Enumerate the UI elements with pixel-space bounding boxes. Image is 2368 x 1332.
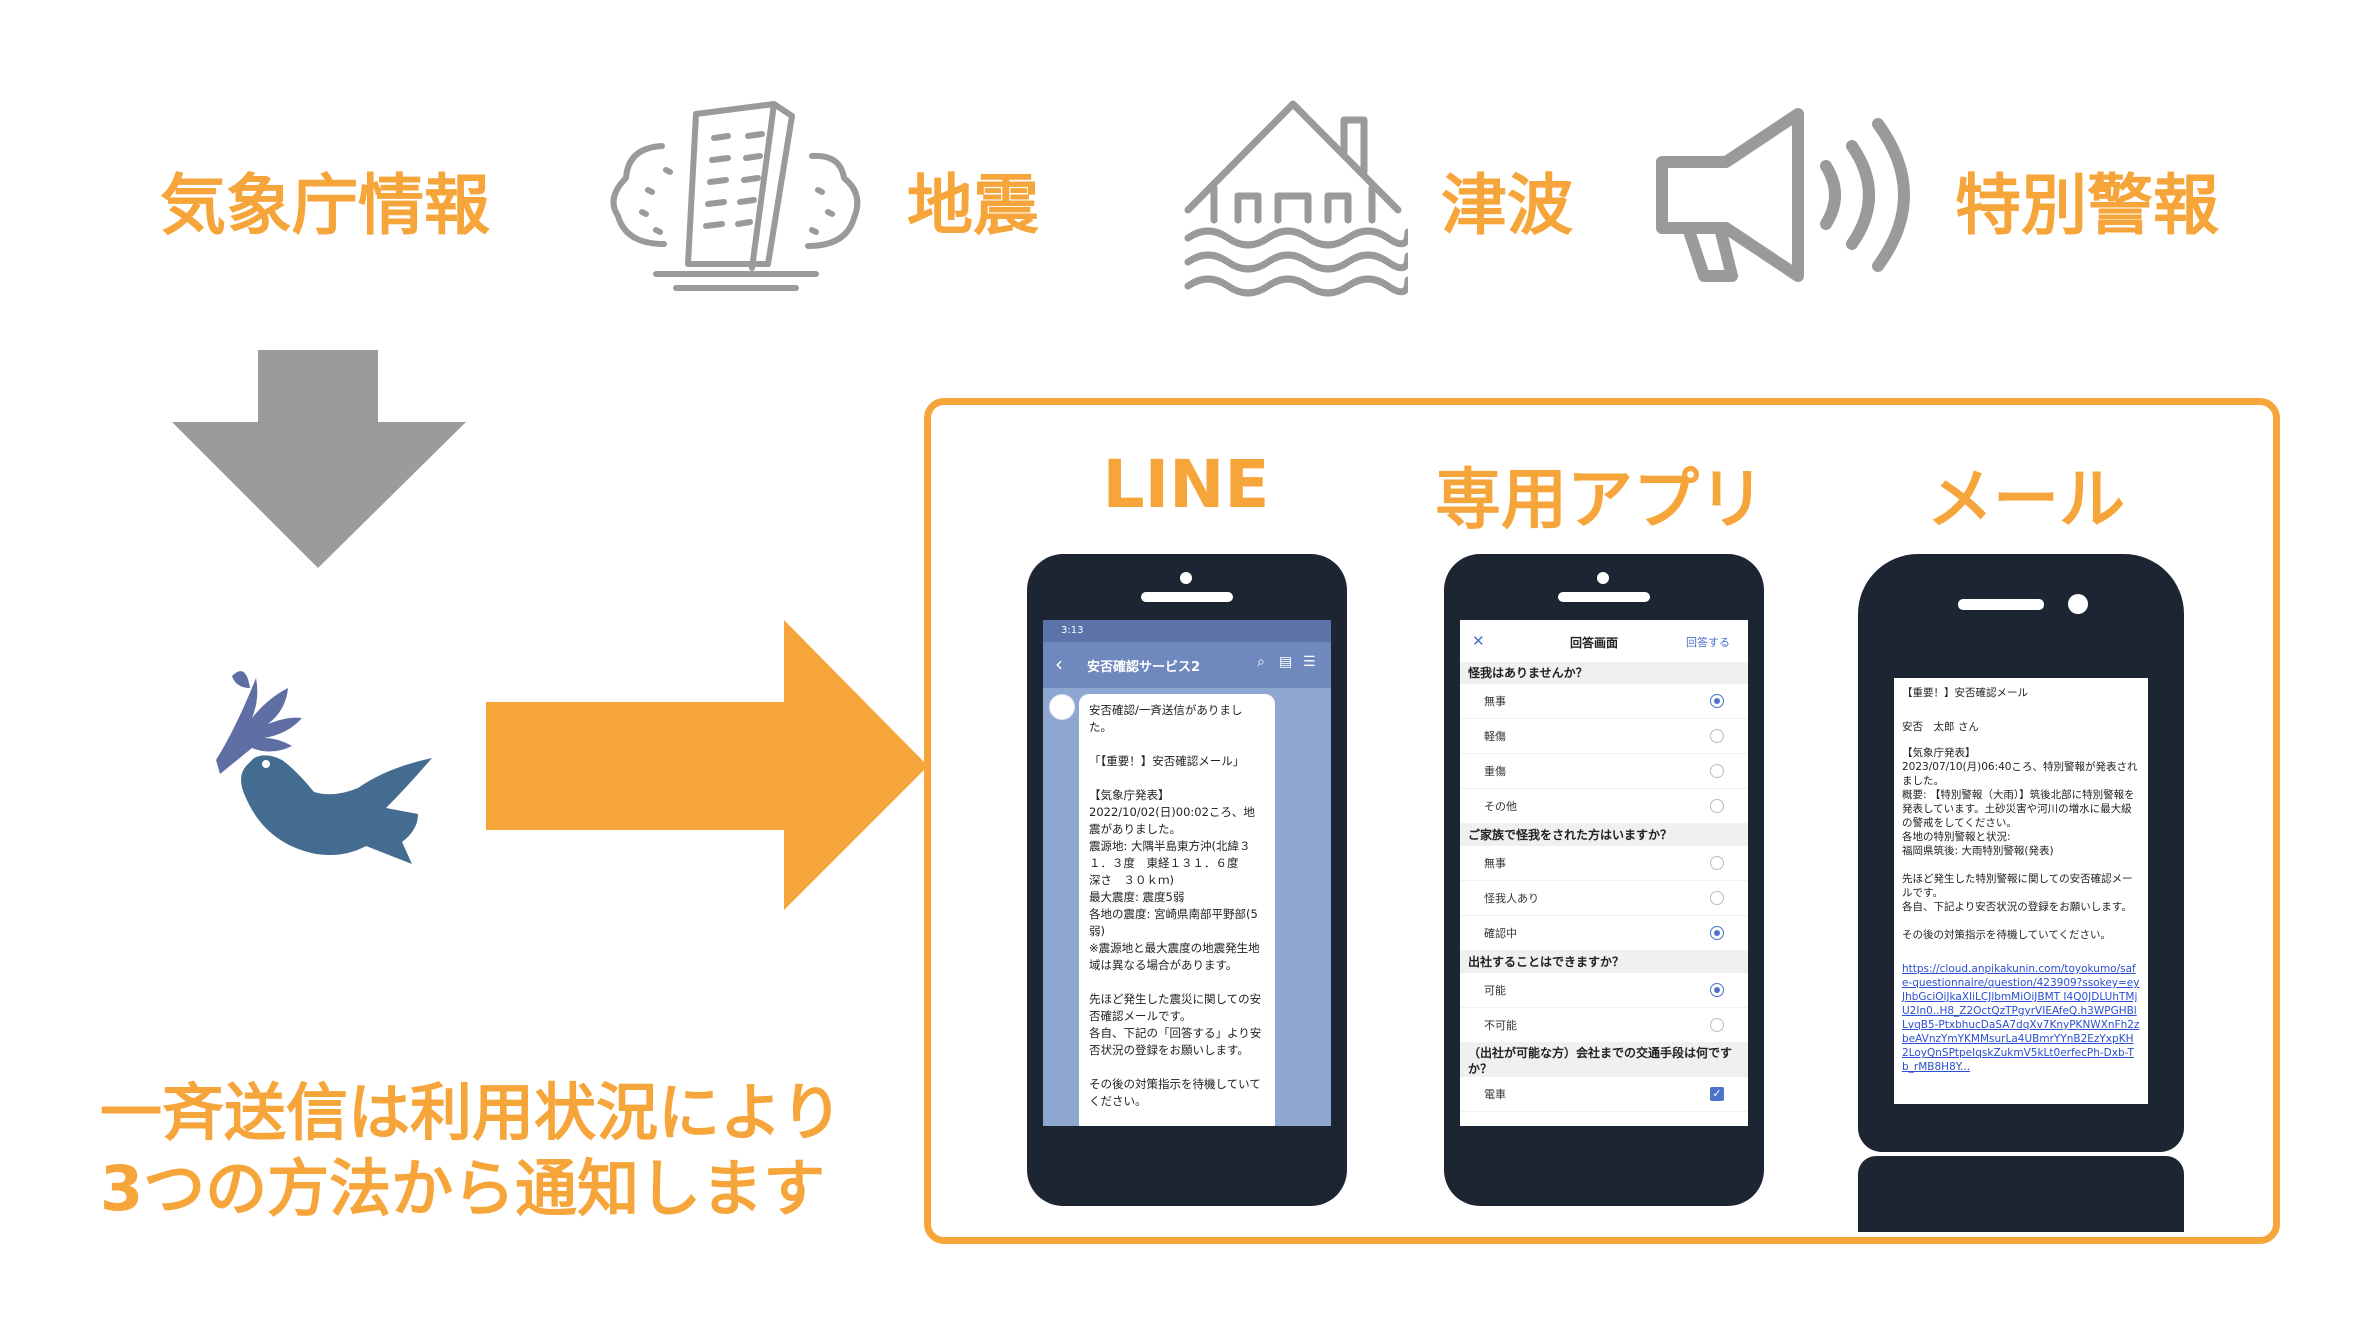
special-warning-label: 特別警報 (1955, 167, 2219, 244)
mail-body: 【気象庁発表】 2023/07/10(月)06:40ころ、特別警報が発表されまし… (1902, 747, 2138, 941)
app-screen: ✕ 回答画面 回答する 怪我はありませんか？無事軽傷重傷その他ご家族で怪我をされ… (1460, 620, 1748, 1126)
channel-label-mail: メール (1927, 461, 2125, 538)
line-phone: 3:13 ‹ 安否確認サービス2 ⌕ ▤ ☰ 安否確認/一斉送信がありました。 … (1027, 554, 1347, 1206)
chat-bubble: 安否確認/一斉送信がありました。 「【重要！】安否確認メール」 【気象庁発表】 … (1079, 694, 1275, 1126)
jma-info-label: 気象庁情報 (160, 167, 490, 244)
answer-option[interactable]: 可能 (1460, 973, 1748, 1008)
mail-greeting: 安否 太郎 さん (1902, 721, 1979, 733)
radio-button[interactable] (1710, 729, 1724, 743)
status-time: 3:13 (1061, 625, 1084, 636)
answer-button[interactable]: 回答する (1686, 636, 1730, 649)
phone-camera (1597, 572, 1609, 584)
channel-label-line: LINE (1102, 446, 1270, 523)
answer-option-label: 無事 (1484, 695, 1506, 708)
answer-option[interactable]: 軽傷 (1460, 719, 1748, 754)
answer-option-label: 無事 (1484, 857, 1506, 870)
answer-option-label: 軽傷 (1484, 730, 1506, 743)
question-heading: 怪我はありませんか？ (1460, 662, 1748, 684)
checkbox[interactable]: ✓ (1710, 1087, 1724, 1101)
mail-phone-stand (1858, 1156, 2184, 1232)
answer-option-label: 怪我人あり (1484, 892, 1539, 905)
broadcast-message-line2: 3つの方法から通知します (100, 1152, 826, 1225)
answer-option[interactable]: 重傷 (1460, 754, 1748, 789)
phone-speaker (1558, 592, 1650, 602)
line-screen: 3:13 ‹ 安否確認サービス2 ⌕ ▤ ☰ 安否確認/一斉送信がありました。 … (1043, 620, 1331, 1126)
answer-option-label: 電車 (1484, 1088, 1506, 1101)
mail-subject: 【重要！】安否確認メール (1902, 687, 2028, 699)
mail-answer-link[interactable]: https://cloud.anpikakunin.com/toyokumo/s… (1902, 963, 2140, 1073)
broadcast-message-line1: 一斉送信は利用状況により (100, 1076, 843, 1149)
answer-option-label: 可能 (1484, 984, 1506, 997)
answer-option[interactable]: 無事 (1460, 846, 1748, 881)
radio-button[interactable] (1710, 1018, 1724, 1032)
answer-option-label: 確認中 (1484, 927, 1517, 940)
question-heading: （出社が可能な方）会社までの交通手段は何ですか？ (1460, 1043, 1748, 1077)
radio-button[interactable] (1710, 891, 1724, 905)
collapsed-building-icon (610, 101, 861, 291)
radio-button[interactable] (1710, 799, 1724, 813)
earthquake-label: 地震 (907, 167, 1039, 244)
back-chevron-icon[interactable]: ‹ (1055, 652, 1063, 676)
answer-option-label: 重傷 (1484, 765, 1506, 778)
right-arrow-icon (486, 620, 928, 910)
app-header: ✕ 回答画面 回答する (1460, 620, 1748, 663)
down-arrow-icon (172, 350, 466, 568)
radio-button[interactable] (1710, 856, 1724, 870)
menu-icon[interactable]: ☰ (1303, 654, 1316, 670)
dove-icon (216, 671, 432, 864)
phone-speaker (1958, 599, 2044, 610)
channel-frame (924, 398, 2280, 1244)
mail-phone: 【重要！】安否確認メール 安否 太郎 さん 【気象庁発表】 2023/07/10… (1858, 554, 2184, 1234)
answer-option[interactable]: 不可能 (1460, 1008, 1748, 1043)
answer-option-label: 不可能 (1484, 1019, 1517, 1032)
answer-option[interactable]: 確認中 (1460, 916, 1748, 951)
sender-avatar (1049, 694, 1075, 720)
radio-button[interactable] (1710, 764, 1724, 778)
phone-speaker (1141, 592, 1233, 602)
answer-option[interactable]: 無事 (1460, 684, 1748, 719)
phone-camera (2068, 594, 2088, 614)
questionnaire-form: 怪我はありませんか？無事軽傷重傷その他ご家族で怪我をされた方はいますか？無事怪我… (1460, 662, 1748, 1126)
chat-title: 安否確認サービス2 (1087, 660, 1201, 675)
answer-option[interactable]: 電車 ✓ (1460, 1077, 1748, 1112)
question-heading: ご家族で怪我をされた方はいますか？ (1460, 824, 1748, 846)
radio-button[interactable] (1710, 694, 1724, 708)
phone-camera (1180, 572, 1192, 584)
close-icon[interactable]: ✕ (1472, 632, 1485, 650)
megaphone-icon (1656, 108, 1910, 282)
answer-option[interactable]: その他 (1460, 789, 1748, 824)
flooded-house-icon (1184, 100, 1408, 297)
radio-button[interactable] (1710, 926, 1724, 940)
mail-screen: 【重要！】安否確認メール 安否 太郎 さん 【気象庁発表】 2023/07/10… (1894, 678, 2148, 1104)
tsunami-label: 津波 (1441, 167, 1573, 244)
channel-label-app: 専用アプリ (1435, 461, 1765, 538)
answer-option[interactable]: 怪我人あり (1460, 881, 1748, 916)
app-header-title: 回答画面 (1570, 636, 1619, 650)
radio-button[interactable] (1710, 983, 1724, 997)
notes-icon[interactable]: ▤ (1279, 654, 1293, 670)
chat-header: ‹ 安否確認サービス2 ⌕ ▤ ☰ (1043, 642, 1331, 688)
question-heading: 出社することはできますか？ (1460, 951, 1748, 973)
status-bar: 3:13 (1043, 620, 1331, 642)
app-phone: ✕ 回答画面 回答する 怪我はありませんか？無事軽傷重傷その他ご家族で怪我をされ… (1444, 554, 1764, 1206)
answer-option-label: その他 (1484, 800, 1517, 813)
search-icon[interactable]: ⌕ (1257, 654, 1265, 670)
